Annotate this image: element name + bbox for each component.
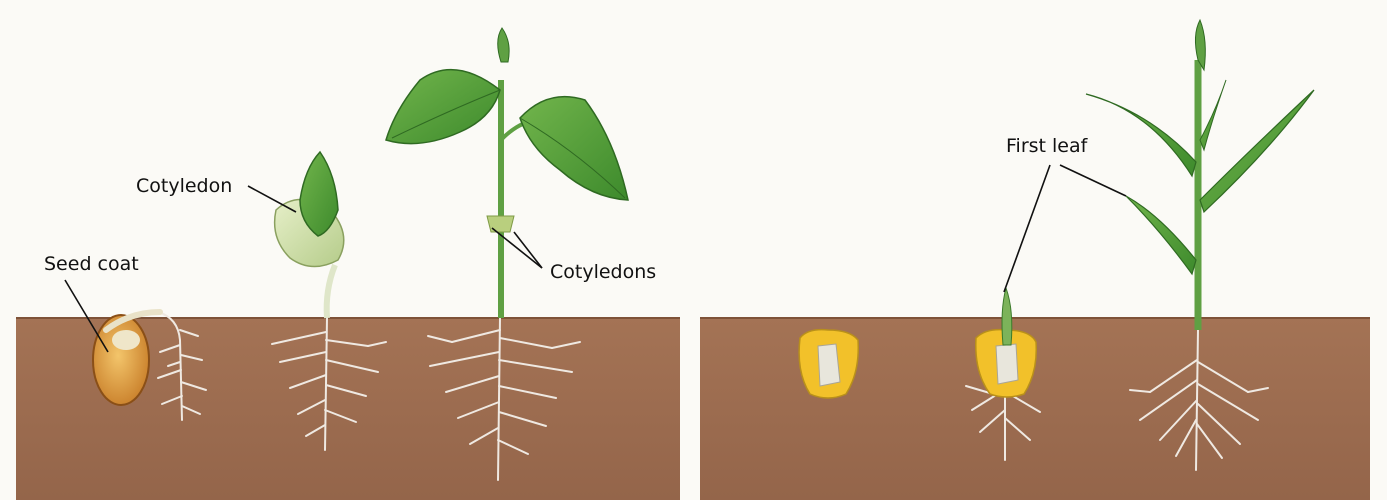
seed-coat-label: Seed coat: [44, 253, 139, 275]
cotyledon-label: Cotyledon: [136, 175, 232, 197]
first-leaf-label: First leaf: [1006, 135, 1089, 157]
corn-kernel-stage: [799, 330, 858, 398]
cotyledons-label: Cotyledons: [550, 261, 656, 283]
